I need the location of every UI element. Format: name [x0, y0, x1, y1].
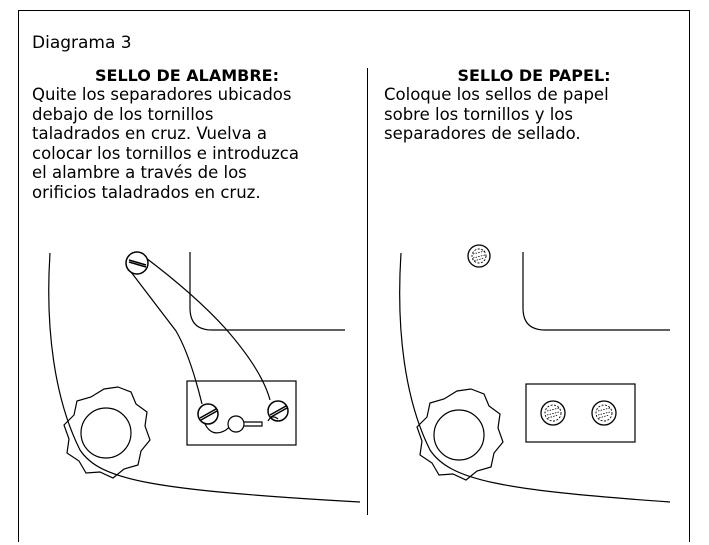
- screw-icon: [197, 403, 219, 425]
- seal-box: [186, 380, 297, 446]
- seal-box: [525, 383, 636, 443]
- instruction-line: sobre los tornillos y los: [384, 104, 573, 124]
- knob-center-icon: [433, 409, 485, 461]
- instruction-line: taladrados en cruz. Vuelva a: [32, 124, 267, 143]
- wire-seal-panel: SELLO DE ALAMBRE: Quite los separadores …: [32, 66, 352, 202]
- knob-outline-icon: [416, 388, 504, 481]
- bracket-outline: [189, 252, 345, 331]
- paper-seal-icon: [467, 244, 491, 268]
- diagram-frame: [18, 10, 690, 542]
- paper-seal-icon: [540, 400, 566, 426]
- instruction-line: debajo de los tornillos: [32, 104, 214, 124]
- wire-arm: [130, 271, 203, 405]
- paper-seal-instructions: Coloque los sellos de papel sobre los to…: [384, 85, 704, 144]
- wire-seal-heading: SELLO DE ALAMBRE:: [95, 66, 279, 85]
- instruction-line: colocar los tornillos e introduzca: [32, 143, 299, 163]
- instruction-line: Coloque los sellos de papel: [384, 85, 609, 104]
- wire-seal: [204, 415, 279, 434]
- meter-body-outline: [48, 252, 361, 503]
- instruction-line: Quite los separadores ubicados: [32, 85, 292, 104]
- diagram-title: Diagrama 3: [32, 33, 132, 53]
- meter-body-outline: [399, 252, 671, 503]
- paper-seal-icon: [591, 400, 617, 426]
- bracket-outline: [522, 252, 670, 331]
- paper-seal-heading: SELLO DE PAPEL:: [457, 66, 611, 85]
- wire-arm: [145, 257, 271, 401]
- wire-seal-instructions: Quite los separadores ubicados debajo de…: [32, 85, 352, 202]
- panel-divider: [367, 68, 368, 515]
- instruction-line: separadores de sellado.: [384, 124, 581, 143]
- screw-icon: [267, 400, 289, 422]
- paper-seal-panel: SELLO DE PAPEL: Coloque los sellos de pa…: [384, 66, 704, 144]
- screw-icon: [125, 251, 149, 275]
- instruction-line: el alambre a través de los: [32, 163, 247, 182]
- seal-bead-icon: [227, 415, 245, 433]
- knob-center-icon: [80, 407, 132, 459]
- knob-outline-icon: [63, 386, 151, 479]
- instruction-line: orificios taladrados en cruz.: [32, 182, 261, 202]
